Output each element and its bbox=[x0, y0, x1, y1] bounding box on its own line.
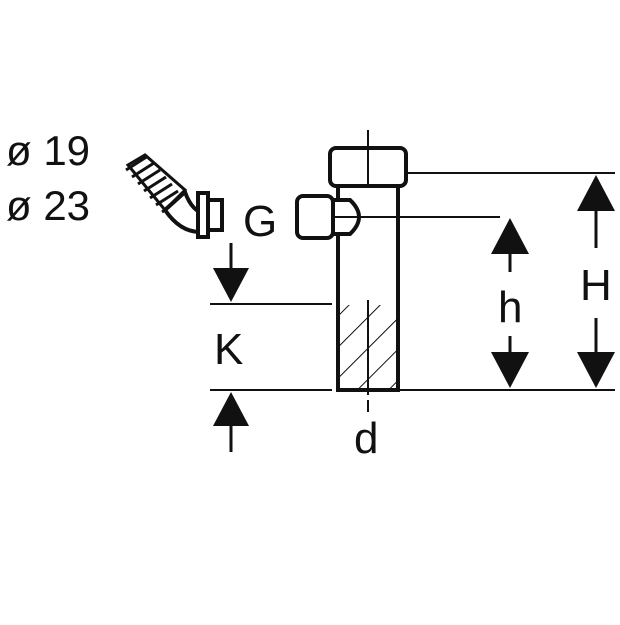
label-dia-23: ø 23 bbox=[6, 182, 90, 229]
top-socket bbox=[328, 130, 408, 188]
dimension-K bbox=[213, 243, 249, 452]
label-K: K bbox=[214, 325, 243, 374]
label-h: h bbox=[498, 283, 522, 332]
label-dia-19: ø 19 bbox=[6, 127, 90, 174]
label-H: H bbox=[580, 261, 612, 310]
label-d: d bbox=[354, 414, 378, 463]
extension-lines bbox=[210, 172, 615, 391]
dimension-h bbox=[491, 218, 529, 388]
dimension-H bbox=[577, 175, 615, 388]
label-thread-G: G bbox=[243, 197, 277, 246]
hose-fitting bbox=[125, 153, 224, 239]
side-connector bbox=[295, 194, 500, 240]
